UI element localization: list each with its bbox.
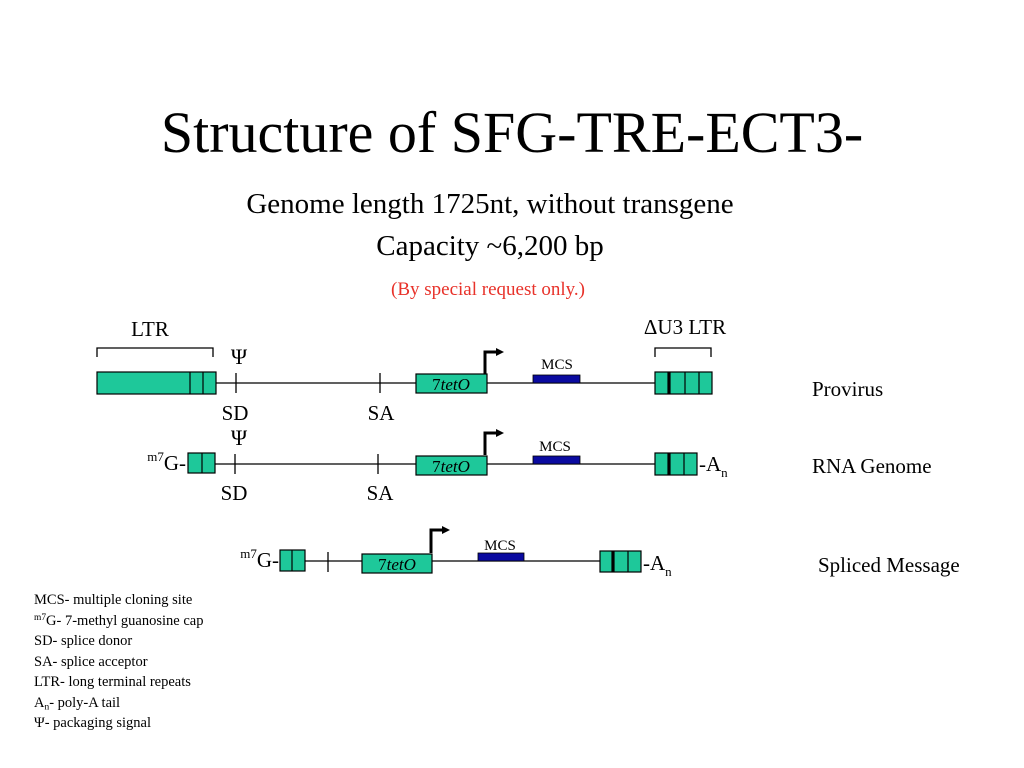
sa-label: SA xyxy=(368,401,396,425)
three-prime-ltr-box xyxy=(654,371,713,395)
psi-label: Ψ xyxy=(231,425,248,450)
genome-length-line: Genome length 1725nt, without transgene xyxy=(246,188,734,220)
promoter-arrow-icon xyxy=(483,429,504,455)
tet-operator-label: 7tetO xyxy=(378,555,416,574)
special-request-note: (By special request only.) xyxy=(391,279,585,300)
tet-operator-box xyxy=(415,455,488,476)
mcs-box xyxy=(477,552,525,562)
psi-label: Ψ xyxy=(231,344,248,369)
sd-label: SD xyxy=(222,401,249,425)
polya-label: -An xyxy=(699,452,728,480)
legend-item: An- poly-A tail xyxy=(34,694,121,712)
ltr-bracket xyxy=(96,347,214,357)
provirus-construct: LTR Ψ SD SA 7tetO MCS ΔU3 LTR Provirus xyxy=(96,315,883,425)
provirus-row-label: Provirus xyxy=(812,377,883,401)
tet-operator-box xyxy=(415,373,488,394)
three-prime-ltr-box xyxy=(599,550,642,573)
tet-operator-box xyxy=(361,553,433,574)
polya-label: -An xyxy=(643,551,672,579)
delta-u3-ltr-bracket xyxy=(654,347,712,357)
promoter-arrow-icon xyxy=(429,526,450,553)
cap-label: m7G- xyxy=(240,546,279,572)
mcs-label: MCS xyxy=(539,439,571,455)
mcs-label: MCS xyxy=(541,357,573,373)
tet-operator-label: 7tetO xyxy=(432,457,470,476)
legend: MCS- multiple cloning site m7G- 7-methyl… xyxy=(34,590,203,734)
legend-item: MCS- multiple cloning site xyxy=(34,592,193,608)
mcs-label: MCS xyxy=(484,538,516,554)
ltr-label: LTR xyxy=(131,317,169,341)
spliced-message-row-label: Spliced Message xyxy=(818,553,960,577)
sa-label: SA xyxy=(367,481,395,505)
promoter-arrow-icon xyxy=(483,348,504,374)
rna-genome-construct: m7G- Ψ SD SA 7tetO MCS -An RNA Genome xyxy=(147,425,931,505)
three-prime-ltr-box xyxy=(654,452,698,476)
mcs-box xyxy=(532,455,581,465)
sd-label: SD xyxy=(221,481,248,505)
tet-operator-label: 7tetO xyxy=(432,375,470,394)
legend-item: Ψ- packaging signal xyxy=(34,715,151,731)
legend-item: SA- splice acceptor xyxy=(34,653,148,670)
five-prime-ltr-box xyxy=(96,371,217,395)
page-title: Structure of SFG-TRE-ECT3- xyxy=(160,100,864,165)
cap-label: m7G- xyxy=(147,449,186,475)
capacity-line: Capacity ~6,200 bp xyxy=(376,230,604,262)
legend-item: SD- splice donor xyxy=(34,633,133,649)
legend-item: m7G- 7-methyl guanosine cap xyxy=(34,612,204,629)
spliced-message-construct: m7G- 7tetO MCS -An Spliced Message xyxy=(240,526,960,579)
rna-genome-row-label: RNA Genome xyxy=(812,454,932,478)
legend-item: LTR- long terminal repeats xyxy=(34,674,191,690)
mcs-box xyxy=(532,374,581,384)
delta-u3-ltr-label: ΔU3 LTR xyxy=(644,315,726,339)
